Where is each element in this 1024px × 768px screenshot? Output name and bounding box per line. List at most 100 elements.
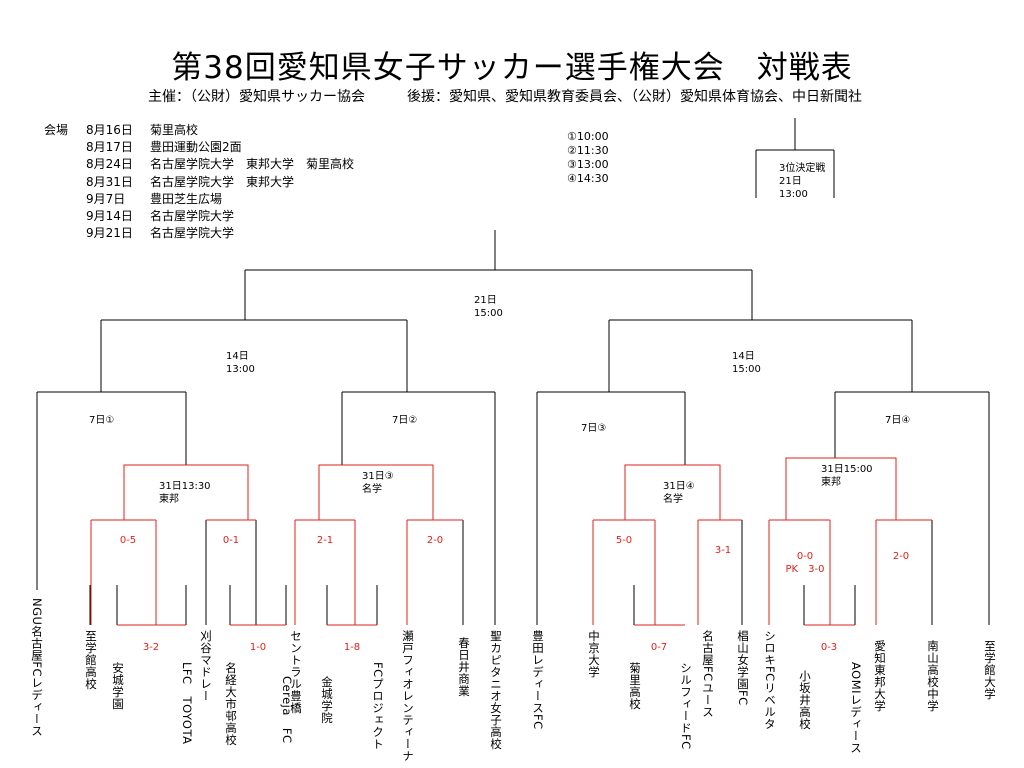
team-name: 安城学園 (111, 662, 125, 710)
team-name: 豊田レディースFC (531, 630, 545, 730)
team-name: LFC TOYOTA (180, 662, 194, 745)
bracket-winner-lines (90, 457, 932, 626)
match-score: 2-1 (316, 535, 334, 546)
match-score: 5-0 (615, 535, 633, 546)
team-name: 名古屋FCユース (701, 630, 715, 718)
venue-date: 9月14日 (86, 209, 133, 224)
venue-row: 9月21日 名古屋学院大学 (44, 225, 354, 242)
team-name: セントラル豊橋 (289, 630, 303, 714)
venue-date: 9月7日 (86, 191, 126, 206)
r31-place: 名学 (663, 494, 683, 505)
third-place-title: 3位決定戦 (779, 163, 826, 174)
team-name: Cereja FC (280, 676, 294, 744)
match-score: 0-7 (650, 642, 668, 653)
match-score: 0-3 (820, 642, 838, 653)
match-score: 0-5 (119, 535, 137, 546)
semi-left-label: 14日 13:00 (226, 350, 255, 376)
match-score: 3-2 (142, 642, 160, 653)
team-name: 春日井商業 (457, 637, 471, 697)
kickoff-time: ①10:00 (567, 130, 609, 143)
team-name: 中京大学 (587, 630, 601, 678)
team-name: NGU名古屋FCレディース (30, 598, 44, 738)
final-day: 21日 (474, 295, 497, 306)
team-name: AOMIレディース (849, 662, 863, 755)
venue-row: 8月17日 豊田運動公園2面 (44, 139, 354, 156)
team-name: 南山高校中学 (926, 640, 940, 712)
team-name: 愛知東邦大学 (873, 640, 887, 712)
kickoff-time: ②11:30 (567, 144, 609, 157)
venue-date: 8月24日 (86, 157, 133, 172)
venue-row: 8月31日 名古屋学院大学 東邦大学 (44, 174, 354, 191)
venue-row: 8月24日 名古屋学院大学 東邦大学 菊里高校 (44, 156, 354, 173)
match-score: 3-1 (714, 545, 732, 556)
venue-date: 8月16日 (86, 123, 133, 137)
match-score: 1-8 (343, 642, 361, 653)
team-name: 至学館大学 (983, 640, 997, 700)
venue-place: 名古屋学院大学 東邦大学 菊里高校 (150, 157, 355, 172)
team-name: 聖カピタニオ女子高校 (489, 630, 503, 750)
qf1-label: 7日① (89, 415, 115, 426)
venue-place: 菊里高校 (150, 123, 199, 137)
match-score-pk: PK 3-0 (785, 564, 825, 575)
venue-place: 名古屋学院大学 (150, 226, 235, 241)
team-name: 瀬戸フィオレンティーナ (401, 630, 415, 762)
team-name: 名経大市邨高校 (224, 662, 238, 746)
kickoff-times: ①10:00 ②11:30 ③13:00 ④14:30 (567, 130, 609, 186)
page-subtitle: 主催：（公財）愛知県サッカー協会 後援：愛知県、愛知県教育委員会、（公財）愛知県… (148, 89, 862, 105)
team-name: 刈谷マドレー (199, 630, 213, 702)
match-score-main: 0-0 (796, 551, 814, 562)
semi-right-time: 15:00 (732, 364, 761, 375)
venue-place: 名古屋学院大学 東邦大学 (150, 174, 295, 189)
venue-place: 豊田運動公園2面 (150, 140, 242, 155)
semi-right-day: 14日 (732, 351, 755, 362)
qf4-label: 7日④ (885, 415, 911, 426)
semi-right-label: 14日 15:00 (732, 350, 761, 376)
venue-row: 9月7日豊田芝生広場 (44, 191, 354, 208)
third-place-time: 13:00 (779, 189, 808, 200)
r31-when: 31日③ (362, 471, 394, 482)
venue-row: 9月14日 名古屋学院大学 (44, 208, 354, 225)
team-name: FCプロジェクト (371, 662, 385, 750)
r31-place: 名学 (362, 484, 382, 495)
r31-1-label: 31日13:30 東邦 (159, 480, 211, 506)
final-time: 15:00 (474, 308, 503, 319)
venue-date: 9月21日 (86, 226, 133, 241)
r31-when: 31日④ (663, 481, 695, 492)
qf3-label: 7日③ (581, 423, 607, 434)
third-place-day: 21日 (779, 176, 802, 187)
team-name: 至学館高校 (84, 630, 98, 690)
r31-when: 31日15:00 (821, 464, 873, 475)
kickoff-time: ④14:30 (567, 172, 609, 185)
semi-left-day: 14日 (226, 351, 249, 362)
team-name: シロキFCリベルタ (763, 630, 777, 730)
r31-3-label: 31日④ 名学 (663, 480, 695, 506)
qf2-label: 7日② (392, 415, 418, 426)
match-score: 0-1 (222, 535, 240, 546)
venue-place: 名古屋学院大学 (150, 209, 235, 224)
r31-place: 東邦 (821, 477, 841, 488)
venue-label: 会場 (44, 123, 69, 137)
kickoff-time: ③13:00 (567, 158, 609, 171)
final-label: 21日 15:00 (474, 294, 503, 320)
venue-date: 8月31日 (86, 174, 133, 189)
match-score: 2-0 (892, 551, 910, 562)
match-score: 2-0 (426, 535, 444, 546)
bracket-black-lines (36, 118, 990, 625)
page-title: 第38回愛知県女子サッカー選手権大会 対戦表 (171, 50, 853, 86)
r31-2-label: 31日③ 名学 (362, 470, 394, 496)
venue-date: 8月17日 (86, 140, 133, 155)
third-place-info: 3位決定戦 21日 13:00 (779, 162, 825, 201)
match-score: 1-0 (249, 642, 267, 653)
r31-4-label: 31日15:00 東邦 (821, 463, 873, 489)
semi-left-time: 13:00 (226, 364, 255, 375)
team-name: 椙山女学園FC (736, 630, 750, 706)
team-name: 小坂井高校 (798, 670, 812, 730)
venue-row: 会場 8月16日 菊里高校 (44, 122, 354, 139)
r31-when: 31日13:30 (159, 481, 211, 492)
r31-place: 東邦 (159, 494, 179, 505)
team-name: シルフィードFC (679, 662, 693, 750)
team-name: 菊里高校 (628, 662, 642, 710)
match-score: 0-0 PK 3-0 (775, 550, 835, 576)
